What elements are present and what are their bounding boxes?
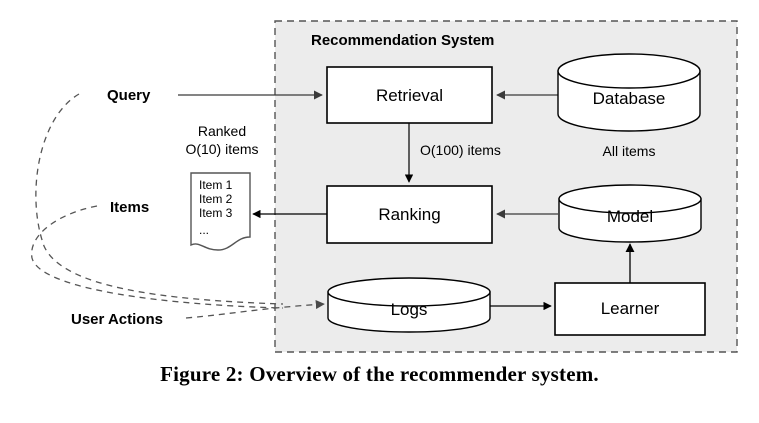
annotation-ranked-line-2: O(10) items (185, 141, 258, 157)
node-ranking[interactable] (326, 185, 493, 244)
io-label-user-actions: User Actions (71, 311, 163, 328)
annotation-hundred-items: O(100) items (420, 142, 501, 158)
node-learner[interactable] (554, 282, 706, 336)
items-document-line-4: ... (199, 223, 209, 237)
node-learner-label: Learner (601, 299, 660, 318)
node-ranking-label: Ranking (378, 205, 440, 224)
node-retrieval-label: Retrieval (376, 86, 443, 105)
figure-caption: Figure 2: Overview of the recommender sy… (160, 362, 599, 386)
node-model-label: Model (607, 207, 653, 226)
node-logs-label: Logs (391, 300, 428, 319)
io-label-items: Items (110, 199, 149, 216)
items-document-line-3: Item 3 (199, 206, 233, 220)
edge-items-feedback-loop (31, 205, 284, 309)
annotation-ranked-line-1: Ranked (198, 123, 246, 139)
node-logs[interactable] (327, 277, 491, 333)
node-database[interactable] (557, 53, 701, 132)
items-document-line-2: Item 2 (199, 192, 233, 206)
node-model[interactable] (558, 184, 702, 243)
io-label-query: Query (107, 87, 151, 104)
node-database-label: Database (593, 89, 666, 108)
edge-query-feedback-loop (35, 93, 284, 305)
annotation-all-items: All items (603, 143, 656, 159)
edge-user-actions-to-logs (185, 299, 325, 319)
container-title: Recommendation System (311, 32, 494, 49)
node-items-document[interactable] (190, 172, 251, 251)
items-document-line-1: Item 1 (199, 178, 233, 192)
node-retrieval[interactable] (326, 66, 493, 124)
